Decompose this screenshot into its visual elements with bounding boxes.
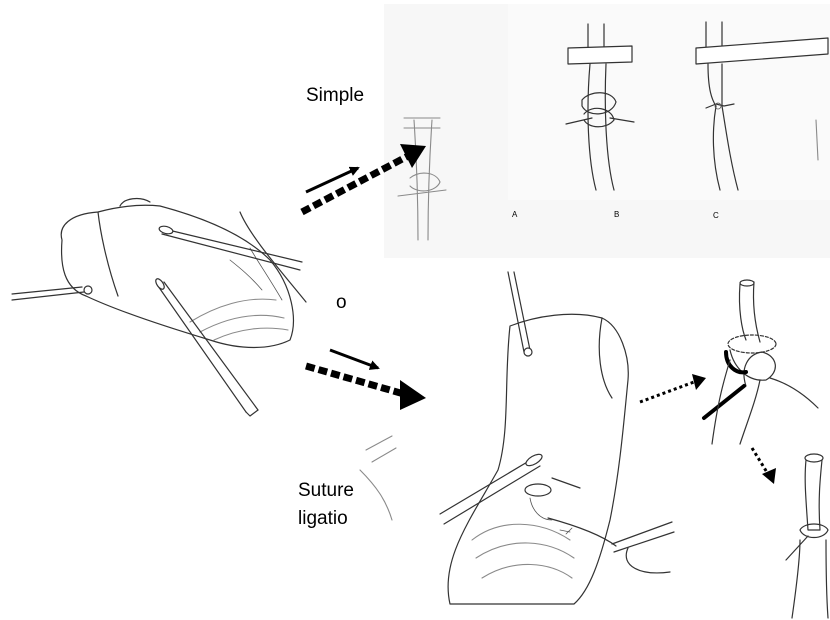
cropped-sketch-fragment (360, 436, 396, 520)
left-forceps (12, 287, 84, 300)
panel-c-label: C (713, 211, 719, 220)
simple-label: Simple (306, 84, 364, 108)
dotted-arrow-to-knot-head (692, 374, 706, 390)
suture-dashed-arrow (306, 366, 404, 394)
tissue-stump (61, 205, 293, 347)
suture-solid-arrow (330, 350, 378, 368)
vessel-stump-with-forceps-illustration (12, 199, 306, 416)
suture-ligation-illustration (440, 272, 674, 604)
panel-a-label: A (512, 210, 517, 219)
suture-dashed-arrow-head (400, 380, 426, 410)
tied-knot-illustration (786, 454, 828, 618)
knot-illustrations (704, 280, 828, 618)
suture-label-line2: ligatio (298, 507, 348, 531)
or-label: o (336, 291, 347, 315)
dotted-arrow-down (752, 448, 768, 474)
simple-ligation-panels (384, 4, 830, 258)
dotted-arrow-to-knot (640, 382, 694, 402)
knot-tying-illustration (704, 280, 818, 444)
suture-label-line1: Suture (298, 479, 354, 503)
needle-holder (612, 522, 674, 552)
panel-b-label: B (614, 210, 619, 219)
